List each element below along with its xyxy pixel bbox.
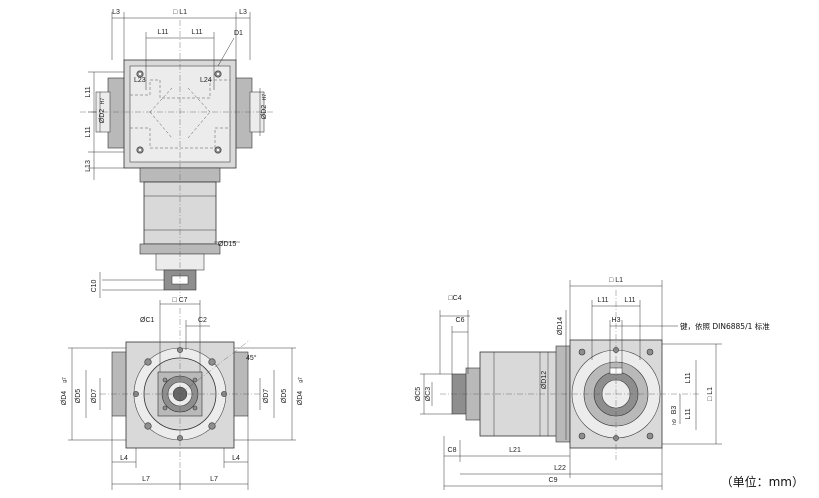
dim-L11-a: L11 — [157, 29, 168, 36]
dim-H3: H3 — [612, 317, 621, 324]
dim-D4-right: ØD4 — [297, 391, 304, 406]
dim-D2-left: ØD2 — [99, 109, 106, 124]
dim-L11-vertical-2: L11 — [85, 126, 92, 137]
key-standard-note: 键，依照 DIN6885/1 标准 — [680, 321, 770, 331]
front-screws — [133, 347, 227, 441]
dim-L3-right: L3 — [239, 9, 247, 16]
dim-D7-left: ØD7 — [91, 389, 98, 404]
dim-C10: C10 — [91, 279, 98, 292]
dim-B3-tolerance: h9 — [672, 419, 678, 425]
front-view: □ C7 ØC1 C2 45° ØD4 g7 ØD4 g7 ØD5 ØD5 ØD… — [61, 297, 304, 490]
dim-D2-right-tolerance: H7 — [262, 94, 268, 101]
dim-L11-vertical-2: L11 — [685, 408, 692, 419]
side-view: □C4 C6 ØD14 ØD12 ØC5 ØC3 C8 L21 L22 C9 □… — [415, 277, 770, 490]
dim-L4-right: L4 — [232, 455, 240, 462]
hidden-bore-bottom — [130, 127, 230, 149]
dim-L1-vertical: □ L1 — [707, 387, 714, 401]
side-screws — [578, 347, 654, 441]
dim-L11-top-b: L11 — [624, 297, 635, 304]
dim-L24: L24 — [200, 77, 212, 84]
front-view-dimensions — [68, 300, 296, 490]
side-view-dimensions — [420, 280, 722, 490]
dim-L1: □ L1 — [173, 9, 187, 16]
dim-L11-top: L11 — [597, 297, 608, 304]
dim-L11-vertical: L11 — [685, 372, 692, 383]
dim-C1: ØC1 — [140, 317, 155, 324]
dim-C9: C9 — [549, 477, 558, 484]
left-shaft-flange — [107, 77, 127, 149]
dim-C2: C2 — [198, 317, 207, 324]
dim-D5-right: ØD5 — [281, 389, 288, 404]
dim-C6: C6 — [456, 317, 465, 324]
dim-D14: ØD14 — [557, 317, 564, 335]
dim-angle-45: 45° — [246, 354, 257, 362]
dim-C7: □ C7 — [172, 297, 187, 304]
dim-D12: ØD12 — [541, 371, 548, 389]
dim-D7-right: ØD7 — [263, 389, 270, 404]
dim-L3-left: L3 — [112, 9, 120, 16]
dim-L23: L23 — [134, 77, 146, 84]
unit-note: （单位：mm） — [721, 474, 804, 489]
dim-D4-left-tolerance: g7 — [62, 377, 68, 383]
dim-D5-left: ØD5 — [75, 389, 82, 404]
dim-D1: D1 — [234, 30, 243, 37]
housing-screws — [136, 70, 222, 154]
hidden-bore-top — [130, 79, 230, 99]
dim-D15: ØD15 — [218, 241, 236, 248]
dim-B3: B3 — [671, 406, 678, 415]
dim-C4: □C4 — [448, 295, 461, 302]
dim-L21: L21 — [509, 447, 521, 454]
dim-L7-right: L7 — [210, 476, 218, 483]
top-view: L3 □ L1 L3 L11 L11 D1 L23 L24 L11 L11 L1… — [80, 9, 275, 298]
dim-L1-top: □ L1 — [609, 277, 623, 284]
dim-L13: L13 — [85, 160, 92, 172]
dim-L11-b: L11 — [191, 29, 202, 36]
dim-L22: L22 — [554, 465, 566, 472]
hidden-gear — [149, 87, 211, 139]
dim-C5: ØC5 — [415, 387, 422, 402]
top-view-dimensions — [88, 12, 261, 298]
right-shaft-flange — [233, 77, 253, 149]
dim-C8: C8 — [448, 447, 457, 454]
dim-D2-right: ØD2 — [261, 105, 268, 120]
dim-L7-left: L7 — [142, 476, 150, 483]
dim-D2-left-tolerance: H7 — [100, 98, 106, 105]
dim-D4-left: ØD4 — [61, 391, 68, 406]
dim-L4-left: L4 — [120, 455, 128, 462]
dim-C3: ØC3 — [425, 387, 432, 402]
dim-L11-vertical-1: L11 — [85, 86, 92, 97]
dim-D4-right-tolerance: g7 — [298, 377, 304, 383]
